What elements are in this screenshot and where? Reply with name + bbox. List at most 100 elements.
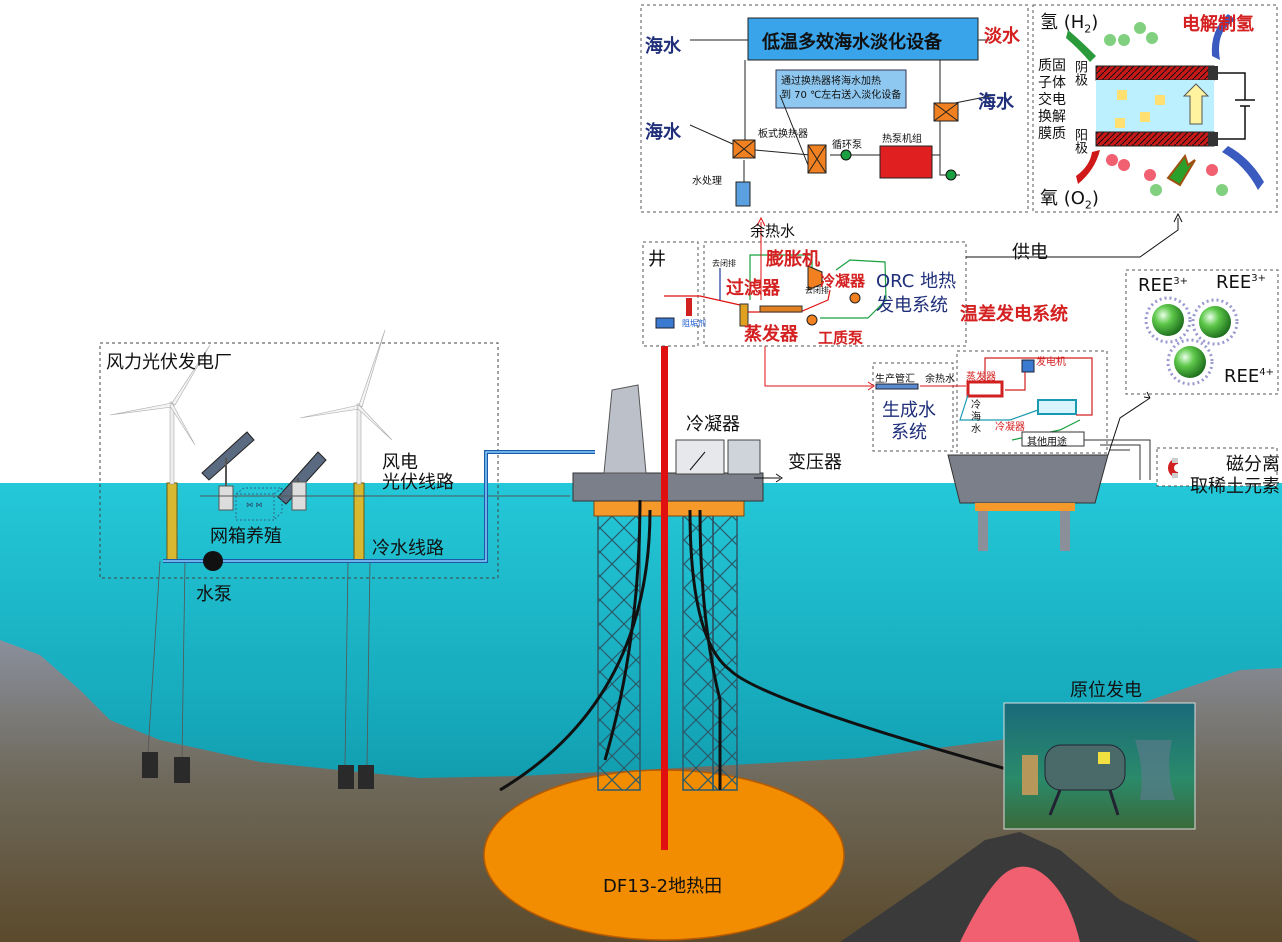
svg-text:⋈ ⋈: ⋈ ⋈ (246, 501, 262, 509)
filter-icon (739, 303, 749, 327)
hydrogen-sub: 2 (1084, 22, 1092, 36)
ree-label-3-sup: 4+ (1259, 367, 1275, 378)
ree-ball-1 (1144, 296, 1192, 344)
electron-in-arrow-icon (1211, 14, 1236, 60)
ree-label-3-text: REE (1224, 366, 1260, 387)
wind-pv-plant-label: 风力光伏发电厂 (106, 352, 232, 373)
teg-evaporator-label: 蒸发器 (966, 372, 996, 383)
hydrogen-out-arrow-icon (1066, 30, 1096, 62)
ree-label-1-sup: 3+ (1173, 276, 1189, 287)
circ-pump-icon-2 (945, 169, 957, 181)
circ-pump-icon (840, 149, 852, 161)
working-pump-label: 工质泵 (818, 329, 864, 347)
outlet-label-2: 去闭排 (805, 286, 829, 295)
condenser-box (675, 439, 725, 475)
teg-cold-seawater-label: 冷 海 水 (971, 400, 981, 435)
outlet-label-1: 去闭排 (712, 259, 736, 268)
platform-jacket (597, 514, 738, 791)
teg-generator-label: 发电机 (1036, 357, 1066, 368)
water-treatment-tank (735, 181, 751, 207)
anode-label: 阳极 (1072, 128, 1087, 154)
desal-title: 低温多效海水淡化设备 (762, 32, 942, 53)
orc-system-label: ORC 地热 发电系统 (876, 271, 957, 316)
pem-desc: 质固 子体 交电 换解 膜质 (1038, 58, 1066, 142)
heat-pump-unit (879, 145, 933, 179)
seawater-out-label: 海水 (645, 36, 681, 57)
ree-ball-2 (1191, 298, 1239, 346)
magma-core (960, 866, 1080, 942)
fresh-water-label: 淡水 (984, 26, 1020, 47)
in-situ-label: 原位发电 (1070, 680, 1142, 701)
oxygen-text: 氧 (O (1040, 188, 1085, 209)
waste-heat-water-label: 余热水 (750, 222, 796, 240)
pv-panel-1 (201, 431, 255, 511)
well-label: 井 (648, 249, 666, 270)
oxygen-label: 氧 (O2) (1040, 184, 1099, 212)
hydrogen-label: 氢 (H2) (1040, 8, 1098, 36)
wellhead (655, 317, 675, 329)
hydrogen-molecules (1104, 22, 1158, 46)
wind-pv-plant-box (99, 342, 499, 579)
well-valve-icon (686, 298, 692, 316)
ree-box (1125, 269, 1279, 395)
pem-protons (1115, 90, 1165, 128)
heat-note: 通过换热器将海水加热 到 70 ℃左右送入淡化设备 (781, 76, 902, 101)
seawater-in-right-label: 海水 (978, 92, 1014, 113)
water-treatment-label: 水处理 (692, 176, 722, 187)
platform-deck-orange (593, 499, 745, 517)
ree-label-2: REE3+ (1216, 272, 1266, 293)
teg-evaporator-icon (966, 380, 1004, 398)
wind-pv-line-label: 风电 光伏线路 (382, 452, 454, 493)
oxygen-molecules (1106, 154, 1228, 196)
plate-hx-label: 板式换热器 (758, 129, 808, 140)
battery-circuit (1218, 72, 1255, 140)
evaporator-label: 蒸发器 (744, 324, 798, 345)
produced-water-label: 生成水 系统 (882, 400, 936, 443)
cathode-label: 阴极 (1072, 60, 1087, 86)
teg-generator-icon (1021, 359, 1035, 373)
valve-label: 阻垢剂 (682, 319, 706, 328)
net-cage-label: 网箱养殖 (210, 526, 282, 547)
orc-box (703, 241, 967, 347)
heat-pump-unit-label: 热泵机组 (882, 134, 922, 145)
ree-label-1-text: REE (1138, 275, 1174, 296)
production-manifold-bar (875, 383, 919, 390)
orc-condenser-icon (849, 292, 861, 304)
circ-pump-label: 循环泵 (832, 140, 862, 151)
oxygen-out-arrow-icon (1076, 150, 1100, 184)
expander-icon (807, 265, 823, 291)
wind-turbine-2 (299, 329, 393, 789)
geothermal-field-label: DF13-2地热田 (603, 876, 723, 897)
drilling-derrick (603, 384, 647, 474)
ree-label-2-sup: 3+ (1251, 273, 1267, 284)
teg-condenser-label: 冷凝器 (995, 422, 1025, 433)
teg-platform-orange (975, 503, 1075, 511)
water-in-arrow-icon (1166, 153, 1196, 187)
up-arrow-icon (1182, 83, 1210, 125)
thermo-system-label: 温差发电系统 (960, 304, 1068, 325)
heat-note-box (775, 69, 907, 109)
teg-output-lines (1084, 439, 1151, 480)
hydrogen-close: ) (1091, 12, 1099, 33)
working-pump-icon (806, 314, 818, 326)
platform-wires (499, 499, 1011, 792)
desal-unit (747, 17, 979, 61)
electrolysis-title: 电解制氢 (1182, 14, 1254, 35)
oxygen-close: ) (1091, 188, 1099, 209)
waste-heat-water2-label: 余热水 (925, 374, 955, 385)
filter-label: 过滤器 (726, 278, 780, 299)
connection-arrows (689, 212, 1183, 483)
oxygen-sub: 2 (1084, 198, 1092, 212)
insitu-machine (1022, 740, 1175, 816)
wind-turbine-1 (109, 344, 211, 783)
well-pipe (661, 325, 668, 850)
platform-condenser-label: 冷凝器 (686, 414, 740, 435)
teg-platform-deck (947, 454, 1109, 504)
seawater-in-left-label: 海水 (645, 122, 681, 143)
ree-label-2-text: REE (1216, 272, 1252, 293)
magnetic-label: 磁分离 取稀土元素 (1190, 454, 1280, 497)
transformer-box (727, 439, 761, 475)
ree-ball-3 (1166, 338, 1214, 386)
